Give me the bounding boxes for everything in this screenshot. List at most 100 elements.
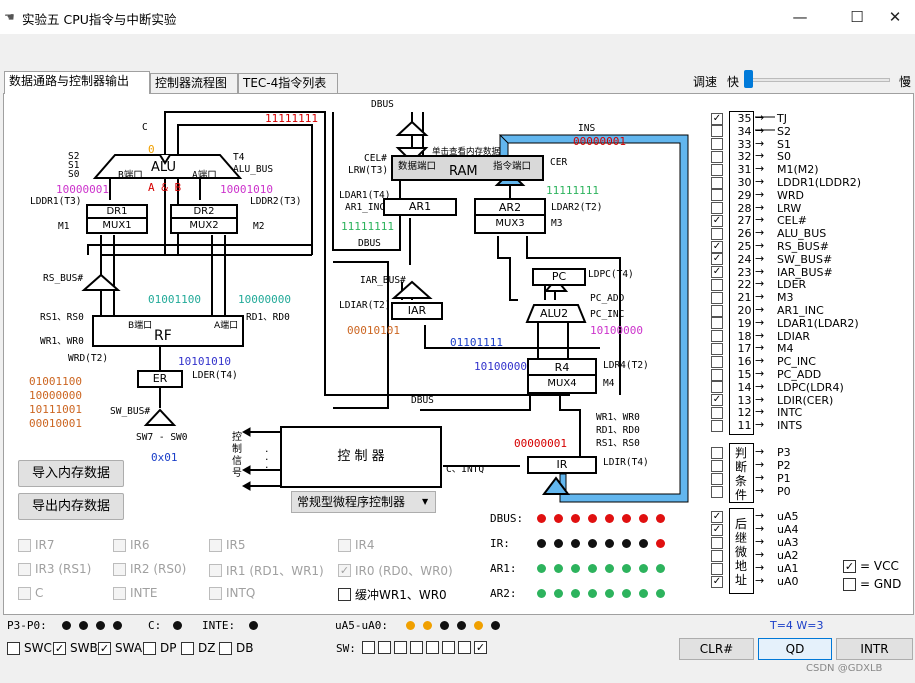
- signal-checkbox[interactable]: [711, 138, 723, 151]
- tab-instruction-list[interactable]: TEC-4指令列表: [238, 73, 338, 93]
- signal-checkbox[interactable]: [711, 406, 723, 419]
- next-addr-row[interactable]: ✓→uA5: [711, 509, 861, 523]
- ir-check-0[interactable]: IR7: [18, 538, 55, 552]
- judge-checkbox[interactable]: [711, 459, 723, 472]
- sw-bit-3[interactable]: [426, 641, 439, 654]
- signal-row[interactable]: 29→WRD: [711, 188, 861, 202]
- signal-row[interactable]: ✓24→SW_BUS#: [711, 252, 861, 266]
- sw-bit-0[interactable]: ✓: [474, 641, 487, 654]
- sw-bit-checkbox[interactable]: ✓: [474, 641, 487, 654]
- signal-checkbox[interactable]: [711, 291, 723, 304]
- ir-check-5[interactable]: IR2 (RS0): [113, 562, 186, 576]
- switch-swa[interactable]: ✓SWA: [98, 641, 142, 655]
- import-memory-button[interactable]: 导入内存数据: [18, 460, 124, 487]
- signal-row[interactable]: 20→AR1_INC: [711, 303, 861, 317]
- sw-bit-checkbox[interactable]: [410, 641, 423, 654]
- signal-row[interactable]: 30→LDDR1(LDDR2): [711, 175, 861, 189]
- next-addr-row[interactable]: →uA2: [711, 548, 861, 562]
- speed-slider-thumb[interactable]: [744, 70, 753, 88]
- signal-checkbox[interactable]: [711, 330, 723, 343]
- qd-button[interactable]: QD: [758, 638, 832, 660]
- ir-check-2[interactable]: IR5: [209, 538, 246, 552]
- ir-checkbox-box[interactable]: [338, 588, 351, 601]
- judge-row[interactable]: →P3: [711, 445, 861, 459]
- signal-checkbox[interactable]: ✓: [711, 240, 723, 253]
- signal-checkbox[interactable]: [711, 304, 723, 317]
- switch-swc[interactable]: SWC: [7, 641, 52, 655]
- switch-checkbox[interactable]: [143, 641, 156, 655]
- signal-row[interactable]: 33→S1: [711, 137, 861, 151]
- next-addr-checkbox[interactable]: ✓: [711, 523, 723, 536]
- signal-checkbox[interactable]: [711, 227, 723, 240]
- signal-row[interactable]: 32→S0: [711, 149, 861, 163]
- switch-checkbox[interactable]: ✓: [53, 641, 66, 655]
- signal-row[interactable]: ✓27→CEL#: [711, 213, 861, 227]
- signal-checkbox[interactable]: [711, 419, 723, 432]
- next-addr-checkbox[interactable]: ✓: [711, 510, 723, 523]
- sw-bit-6[interactable]: [378, 641, 391, 654]
- sw-bit-7[interactable]: [362, 641, 375, 654]
- signal-row[interactable]: 11→INTS: [711, 418, 861, 432]
- next-addr-checkbox[interactable]: [711, 562, 723, 575]
- signal-checkbox[interactable]: [711, 125, 723, 138]
- sw-bit-checkbox[interactable]: [362, 641, 375, 654]
- signal-checkbox[interactable]: [711, 317, 723, 330]
- ir-checkbox-box[interactable]: [18, 562, 31, 576]
- signal-row[interactable]: 17→M4: [711, 341, 861, 355]
- signal-row[interactable]: 26→ALU_BUS: [711, 226, 861, 240]
- next-addr-checkbox[interactable]: [711, 549, 723, 562]
- ir-check-8[interactable]: C: [18, 586, 43, 600]
- ir-check-9[interactable]: INTE: [113, 586, 157, 600]
- minimize-button[interactable]: —: [792, 8, 808, 26]
- intr-button[interactable]: INTR: [836, 638, 913, 660]
- switch-dz[interactable]: DZ: [181, 641, 215, 655]
- signal-row[interactable]: 22→LDER: [711, 277, 861, 291]
- signal-checkbox[interactable]: [711, 368, 723, 381]
- signal-row[interactable]: 18→LDIAR: [711, 329, 861, 343]
- sw-bit-checkbox[interactable]: [378, 641, 391, 654]
- sw-bit-2[interactable]: [442, 641, 455, 654]
- signal-checkbox[interactable]: [711, 278, 723, 291]
- ir-check-7[interactable]: ✓IR0 (RD0、WR0): [338, 562, 453, 579]
- tab-flowchart[interactable]: 控制器流程图: [150, 73, 238, 93]
- ir-checkbox-box[interactable]: [209, 538, 222, 552]
- ir-check-4[interactable]: IR3 (RS1): [18, 562, 91, 576]
- ir-check-6[interactable]: IR1 (RD1、WR1): [209, 562, 324, 579]
- ir-checkbox-box[interactable]: [209, 564, 222, 577]
- switch-checkbox[interactable]: ✓: [98, 641, 111, 655]
- ir-checkbox-box[interactable]: [18, 586, 31, 600]
- ir-checkbox-box[interactable]: [113, 538, 126, 552]
- ir-checkbox-box[interactable]: [209, 586, 222, 600]
- signal-row[interactable]: 34→S2: [711, 124, 861, 138]
- maximize-button[interactable]: ☐: [850, 8, 864, 26]
- switch-checkbox[interactable]: [7, 641, 20, 655]
- judge-row[interactable]: →P1: [711, 471, 861, 485]
- signal-row[interactable]: ✓13→LDIR(CER): [711, 393, 861, 407]
- next-addr-checkbox[interactable]: ✓: [711, 575, 723, 588]
- sw-bit-1[interactable]: [458, 641, 471, 654]
- signal-checkbox[interactable]: [711, 150, 723, 163]
- switch-swb[interactable]: ✓SWB: [53, 641, 98, 655]
- clr-button[interactable]: CLR#: [679, 638, 754, 660]
- sw-bit-4[interactable]: [410, 641, 423, 654]
- sw-bit-checkbox[interactable]: [442, 641, 455, 654]
- tab-datapath[interactable]: 数据通路与控制器输出: [4, 71, 150, 94]
- close-button[interactable]: ✕: [888, 8, 902, 26]
- switch-checkbox[interactable]: [219, 641, 232, 655]
- signal-checkbox[interactable]: ✓: [711, 253, 723, 266]
- signal-checkbox[interactable]: [711, 202, 723, 215]
- switch-db[interactable]: DB: [219, 641, 253, 655]
- ir-check-1[interactable]: IR6: [113, 538, 150, 552]
- judge-row[interactable]: →P0: [711, 484, 861, 498]
- controller-type-select[interactable]: 常规型微程序控制器 ▼: [291, 491, 436, 513]
- next-addr-row[interactable]: →uA3: [711, 535, 861, 549]
- next-addr-checkbox[interactable]: [711, 536, 723, 549]
- ir-check-11[interactable]: 缓冲WR1、WR0: [338, 586, 447, 603]
- sw-bit-checkbox[interactable]: [458, 641, 471, 654]
- judge-row[interactable]: →P2: [711, 458, 861, 472]
- ir-checkbox-box[interactable]: [338, 538, 351, 552]
- ram-block[interactable]: 数据端口 指令端口 RAM: [391, 155, 544, 181]
- next-addr-row[interactable]: ✓→uA0: [711, 574, 861, 588]
- signal-row[interactable]: 15→PC_ADD: [711, 367, 861, 381]
- signal-row[interactable]: 16→PC_INC: [711, 354, 861, 368]
